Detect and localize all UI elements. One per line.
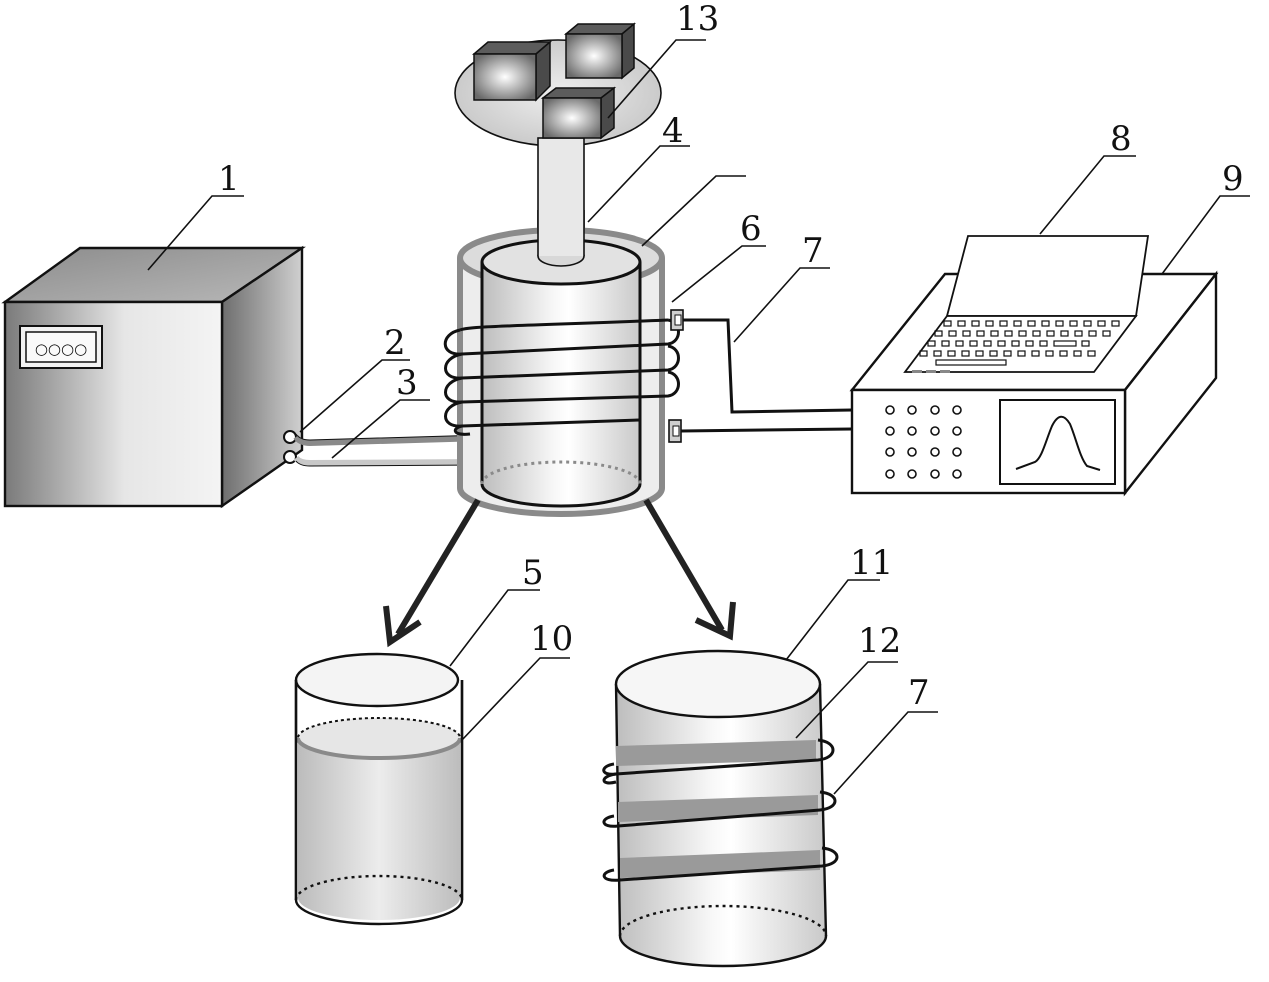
liquid-body: [298, 738, 460, 920]
indicator-dots: ○○○○: [35, 340, 87, 358]
callout-13: 13: [676, 0, 719, 39]
callout-3: 3: [396, 363, 418, 403]
arrow-to-vessel-11: [643, 498, 725, 632]
callout-5: 5: [522, 553, 544, 593]
terminal-lower: [283, 450, 297, 464]
container-rim: [294, 652, 460, 708]
callout-12: 12: [858, 621, 901, 661]
cylinder-top: [614, 649, 822, 719]
wrapped-cylinder: [602, 649, 839, 968]
flow-arrows: [383, 498, 736, 648]
callout-7-bottom: 7: [908, 673, 930, 713]
callout-9: 9: [1222, 159, 1244, 199]
leader-lines: [147, 39, 1250, 795]
sample-cube-3: [540, 86, 617, 140]
arrow-to-vessel-5: [395, 498, 481, 636]
callout-4: 4: [662, 111, 684, 151]
callout-2: 2: [384, 323, 406, 363]
laptop-keyboard: [903, 315, 1138, 373]
sample-cube-1: [471, 40, 553, 102]
sample-cube-2: [563, 22, 637, 80]
analyzer-button-grid: [885, 405, 962, 479]
coil-terminal-upper: [670, 309, 684, 331]
signal-peak-curve: [1015, 415, 1101, 471]
callout-8: 8: [1110, 119, 1132, 159]
coil-terminal-lower: [668, 419, 682, 443]
callout-1: 1: [218, 159, 240, 199]
signal-wires: [680, 318, 853, 433]
terminal-upper: [283, 430, 297, 444]
callout-11: 11: [850, 543, 893, 583]
laptop-computer: [903, 235, 1150, 373]
sample-holder: [454, 22, 662, 267]
wire-wraps: [602, 738, 839, 882]
container-bottom-dashed: [294, 874, 464, 901]
liquid-container: [294, 652, 464, 926]
laptop-keys: [919, 320, 1120, 366]
induction-coil: [443, 318, 680, 436]
callout-10: 10: [530, 619, 573, 659]
main-vessel: [443, 210, 684, 517]
band-1: [616, 740, 816, 766]
power-supply-box: ○○○○: [1, 245, 306, 509]
analyzer-unit: [849, 235, 1219, 497]
cylinder-bottom-dashed: [618, 904, 828, 937]
connecting-tubes: [293, 433, 485, 467]
callout-6: 6: [740, 209, 762, 249]
analyzer-screen: [999, 399, 1116, 485]
callout-labels: 1 2 3 4 13 6 7 8 9 5 10 11 12 7: [218, 0, 1244, 713]
vessel-bottom-dashed: [480, 460, 642, 485]
tube-3: [293, 455, 481, 467]
tube-2: [293, 435, 485, 447]
laptop-screen: [945, 235, 1150, 317]
callout-7-top: 7: [802, 231, 824, 271]
